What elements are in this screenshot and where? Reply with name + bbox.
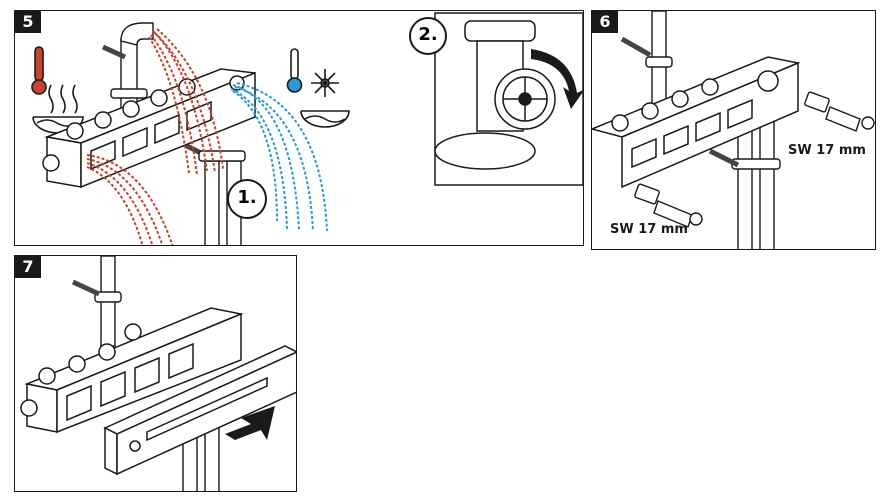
step-number: 7	[15, 256, 41, 278]
valve-manifold	[42, 68, 256, 189]
cold-water-stream	[230, 82, 328, 232]
valve-manifold	[20, 307, 244, 434]
fitting-top	[804, 91, 875, 132]
push-arrow-icon	[225, 406, 275, 440]
rotate-arrow-icon	[531, 49, 583, 109]
hot-water-icon	[31, 46, 84, 134]
step-5-illustration	[31, 12, 583, 245]
cold-water-icon	[286, 48, 350, 128]
callout-2: 2.	[409, 17, 447, 55]
wrench-size-label-top: SW 17 mm	[788, 143, 866, 158]
cover-frame	[103, 345, 296, 476]
step-number: 6	[592, 11, 618, 33]
wrench-size-label-bottom: SW 17 mm	[610, 222, 688, 237]
hot-water-stream	[86, 28, 224, 245]
step-7-illustration	[20, 256, 296, 491]
valve-manifold	[592, 56, 801, 189]
step-6-illustration	[592, 11, 875, 249]
step-5-panel: 5	[14, 10, 584, 246]
step-number: 5	[15, 11, 41, 33]
callout-1: 1.	[227, 179, 267, 219]
step-7-panel: 7	[14, 255, 297, 492]
fitting-bottom	[634, 183, 703, 228]
step-6-panel: 6 SW 17 mm SW	[591, 10, 876, 250]
